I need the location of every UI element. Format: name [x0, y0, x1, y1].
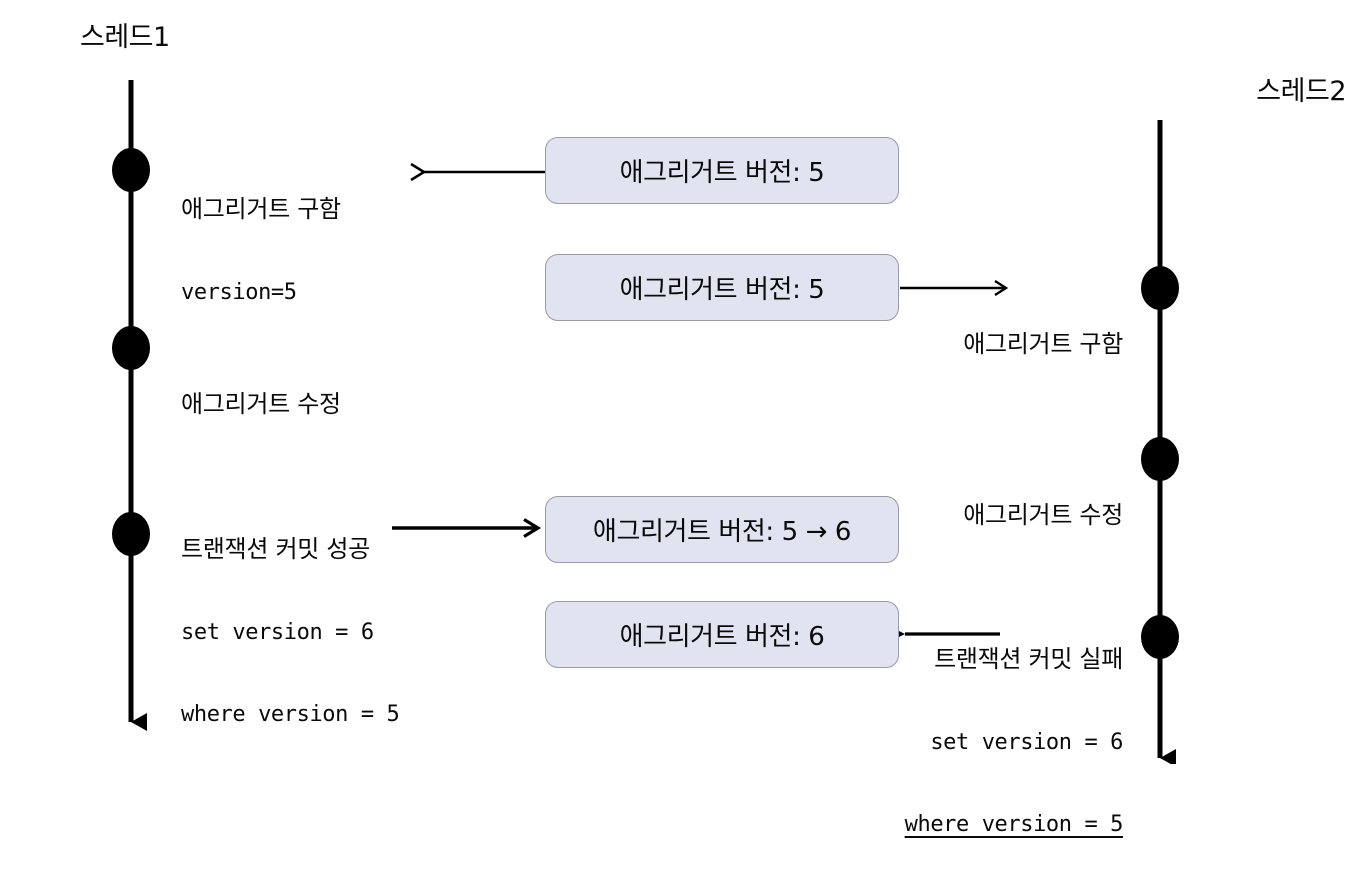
event-line: 애그리거트 수정 [963, 500, 1123, 529]
thread1-event-modify-label: 애그리거트 수정 [181, 333, 341, 475]
thread2-event-acquire-label: 애그리거트 구함 [810, 273, 1123, 415]
event-line: 애그리거트 수정 [181, 389, 341, 418]
diagram-vector-layer [112, 80, 1179, 764]
event-line: 애그리거트 구함 [963, 329, 1123, 358]
event-line: 트랜잭션 커밋 실패 [934, 644, 1123, 673]
thread2-node-acquire [1141, 266, 1179, 310]
event-line: 트랜잭션 커밋 성공 [181, 534, 370, 563]
event-line: set version = 6 [930, 729, 1123, 755]
version-box-2: 애그리거트 버전: 5 [545, 254, 899, 321]
thread1-node-commit [112, 512, 150, 556]
version-box-3: 애그리거트 버전: 5 → 6 [545, 496, 899, 563]
thread2-title: 스레드2 [1256, 76, 1346, 107]
diagram-canvas: 스레드1 스레드2 애그리거트 구함 version=5 애그리거트 수정 트랜… [80, 22, 1347, 837]
thread1-title: 스레드1 [80, 22, 170, 53]
version-box-4: 애그리거트 버전: 6 [545, 601, 899, 668]
thread1-event-acquire-label: 애그리거트 구함 version=5 [181, 138, 341, 362]
event-line: where version = 5 [904, 812, 1124, 838]
event-line: version=5 [181, 279, 297, 305]
thread1-node-acquire [112, 148, 150, 192]
thread1-node-modify [112, 326, 150, 370]
thread1-event-commit-label: 트랜잭션 커밋 성공 set version = 6 where version… [181, 478, 400, 785]
version-box-1: 애그리거트 버전: 5 [545, 137, 899, 204]
thread2-node-commit [1141, 615, 1179, 659]
event-line: set version = 6 [181, 619, 374, 645]
event-line: 애그리거트 구함 [181, 194, 341, 223]
thread2-node-modify [1141, 437, 1179, 481]
thread2-event-modify-label: 애그리거트 수정 [810, 444, 1123, 586]
event-line: where version = 5 [181, 702, 400, 728]
